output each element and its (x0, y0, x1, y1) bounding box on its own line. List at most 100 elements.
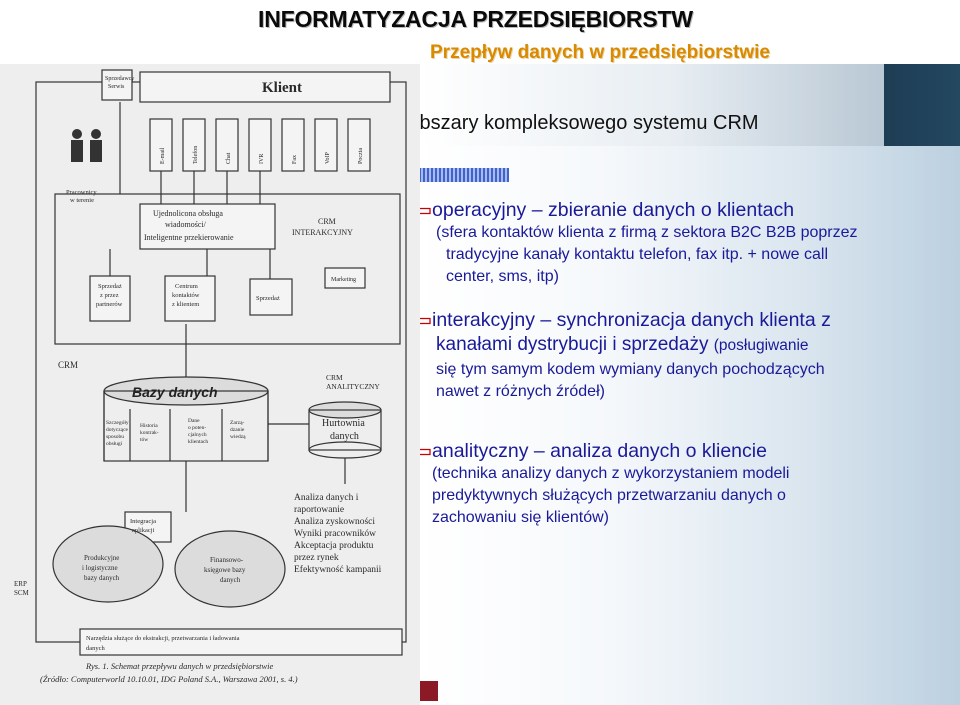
bazy-col-text: wiedzą (230, 434, 246, 440)
centrum-label: z klientem (172, 301, 199, 308)
channel-label: Chat (226, 152, 232, 164)
ujednolicona-box (139, 203, 276, 250)
centrum-label: kontaktów (172, 292, 200, 299)
bazy-col-text: Dane (188, 418, 200, 424)
analiza-item: raportowanie (294, 505, 344, 515)
channel-label: VoIP (325, 151, 331, 164)
page-title: INFORMATYZACJA PRZEDSIĘBIORSTW (258, 6, 693, 32)
bullet-line: się tym samym kodem wymiany danych pocho… (436, 361, 825, 378)
section-title: Obszary kompleksowego systemu CRM (404, 112, 759, 134)
marketing-label: Marketing (331, 277, 356, 283)
sprzedaz-partnerow-label: partnerów (96, 301, 123, 308)
pracownicy-label: w terenie (70, 197, 94, 204)
klient-label: Klient (262, 80, 302, 96)
analiza-item: Wyniki pracowników (294, 529, 376, 539)
sprzedawcy-box (101, 69, 133, 101)
page-subtitle: Przepływ danych w przedsiębiorstwie (430, 42, 770, 63)
analiza-item: Analiza zyskowności (294, 517, 375, 527)
sprzedawcy-label: Sprzedawcy (105, 76, 134, 82)
crm-interakcyjny-label: INTERAKCYJNY (292, 228, 353, 237)
bullet-heading: analityczny – analiza danych o kliencie (432, 440, 767, 462)
bullet-line: nawet z różnych źródeł) (436, 383, 605, 400)
bullet-line-small: (posługiwanie (713, 337, 809, 354)
bullet-line: kanałami dystrybucji i sprzedaży (posług… (436, 332, 944, 359)
analiza-item: Efektywność kampanii (294, 564, 382, 575)
caption-line: (Źródło: Computerworld 10.10.01, IDG Pol… (40, 674, 298, 684)
sprzedaz-box (249, 278, 293, 316)
bullet-line: (sfera kontaktów klienta z firmą z sekto… (436, 224, 858, 241)
channel-label: Poczta (358, 148, 364, 164)
bazy-col-text: obsługi (106, 441, 123, 447)
channel-label: IVR (259, 154, 265, 164)
finansowo-label: Finansowo- (210, 556, 244, 564)
bazy-col-text: dotyczące (106, 427, 129, 433)
hurtownia-label: danych (330, 431, 359, 442)
bazy-col-text: Historia (140, 423, 158, 429)
bazy-col-text: o poten- (188, 425, 206, 431)
analiza-item: Analiza danych i (294, 493, 359, 503)
sprzedaz-partnerow-label: Sprzedaż (98, 283, 122, 290)
bullet-heading: interakcyjny – synchronizacja danych kli… (432, 309, 831, 331)
bullet-heading: operacyjny – zbieranie danych o klientac… (432, 199, 795, 221)
bazy-col-text: dzanie (230, 427, 245, 433)
bazy-col-text: cjalnych (188, 432, 207, 438)
bullet-line: predyktywnych służących przetwarzaniu da… (432, 487, 786, 504)
channel-box (281, 118, 305, 172)
ujednolicona-label: Ujednolicona obsługa (153, 209, 223, 218)
crm-analityczny-label: CRM (326, 373, 343, 382)
diagram-svg: Klient Sprzedawcy Serwis E-mail Telefon … (14, 69, 407, 684)
channel-box (314, 118, 338, 172)
marketing-box (324, 267, 366, 289)
bazy-columns: Szczegóły dotyczące sposobu obsługi Hist… (106, 418, 246, 447)
crm-analityczny-label: ANALITYCZNY (326, 382, 380, 391)
erp-label: SCM (14, 589, 30, 597)
ujednolicona-label: Inteligentne przekierowanie (144, 233, 234, 242)
bullet-line: (technika analizy danych z wykorzystanie… (432, 465, 790, 482)
finansowo-label: danych (220, 576, 241, 584)
bazy-label: Bazy danych (132, 384, 218, 400)
narzedzia-label: Narzędzia służące do ekstrakcji, przetwa… (86, 635, 240, 642)
channel-labels: E-mail Telefon Chat IVR Fax VoIP Poczta (160, 146, 364, 164)
bullet-line: tradycyjne kanały kontaktu telefon, fax … (446, 246, 828, 263)
centrum-label: Centrum (175, 283, 198, 290)
bullet-line: center, sms, itp) (446, 268, 559, 285)
crm-flow-diagram: Klient Sprzedawcy Serwis E-mail Telefon … (0, 64, 420, 705)
sprzedawcy-label: Serwis (108, 84, 125, 90)
background-panel (420, 64, 960, 705)
sprzedaz-partnerow-label: z przez (100, 292, 119, 299)
sprzedaz-label: Sprzedaż (256, 295, 280, 302)
decorative-square (420, 681, 438, 701)
klient-box (139, 71, 391, 103)
bazy-col-text: tów (140, 437, 148, 443)
produkcyjne-label: bazy danych (84, 574, 120, 582)
bullet-line: zachowaniu się klientów) (432, 509, 609, 526)
hurtownia-label: Hurtownia (322, 418, 365, 429)
caption-line: Rys. 1. Schemat przepływu danych w przed… (85, 661, 274, 671)
background-panel-top (420, 64, 884, 146)
erp-label: ERP (14, 580, 27, 588)
bazy-col-text: klientach (188, 439, 208, 445)
crm-interakcyjny-label: CRM (318, 217, 336, 226)
narzedzia-label: danych (86, 645, 106, 652)
crm-label: CRM (58, 360, 78, 370)
bazy-col-text: Szczegóły (106, 420, 129, 426)
ujednolicona-label: wiadomości/ (165, 220, 207, 229)
people-icon (71, 129, 102, 162)
decorative-strip (419, 168, 509, 182)
produkcyjne-label: Produkcyjne (84, 554, 119, 562)
channel-label: Fax (292, 155, 298, 164)
integracja-label: Integracja (130, 518, 156, 525)
bullet-operacyjny: operacyjny – zbieranie danych o klientac… (404, 198, 944, 288)
analiza-item: przez rynek (294, 553, 339, 563)
bullet-analityczny: analityczny – analiza danych o kliencie … (404, 439, 944, 529)
channel-box (347, 118, 371, 172)
bullet-line-big: kanałami dystrybucji i sprzedaży (436, 334, 709, 355)
bullet-interakcyjny: interakcyjny – synchronizacja danych kli… (404, 308, 944, 403)
bazy-col-text: kontrak- (140, 430, 159, 436)
centrum-box (164, 275, 216, 322)
analiza-list: Analiza danych i raportowanie Analiza zy… (294, 493, 382, 575)
channel-label: Telefon (192, 146, 199, 164)
bazy-col-text: Zarzą- (230, 420, 245, 426)
produkcyjne-label: i logistyczne (82, 564, 118, 572)
analiza-item: Akceptacja produktu (294, 541, 374, 551)
